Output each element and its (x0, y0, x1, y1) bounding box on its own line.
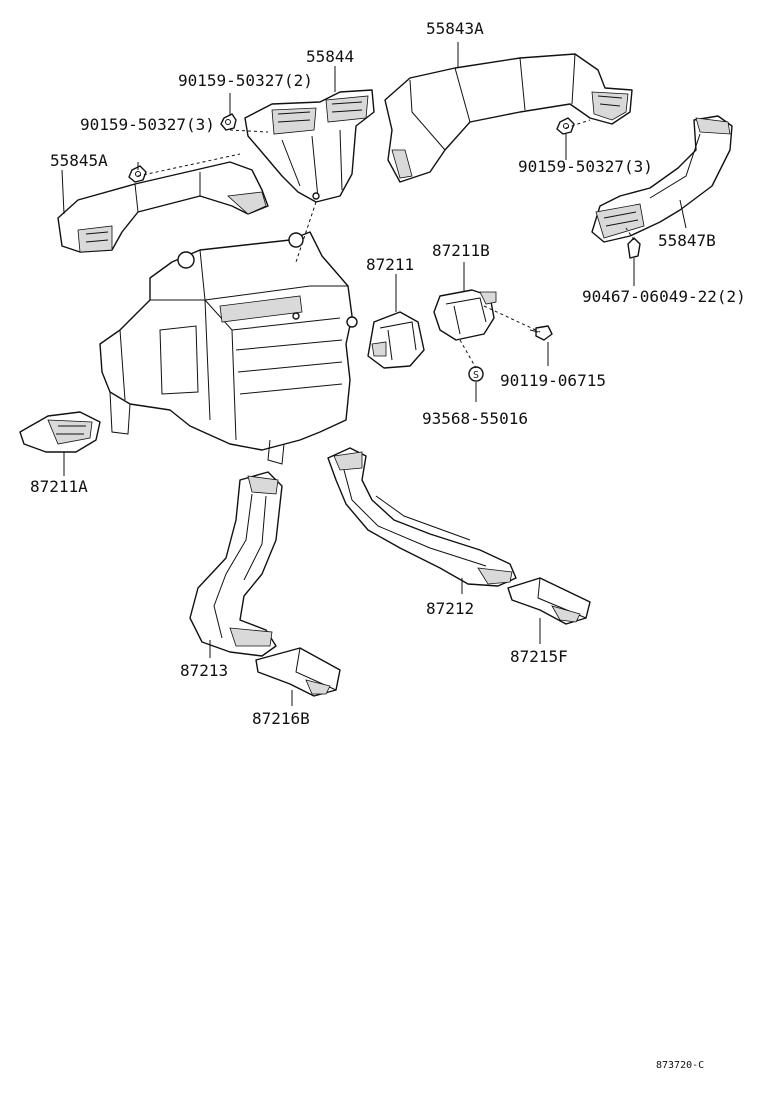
svg-text:S: S (473, 370, 479, 381)
seal-symbol-icon: S (468, 366, 484, 382)
actuator-87211b (433, 289, 497, 341)
label-87215f: 87215F (510, 647, 568, 666)
duct-55847b (591, 115, 733, 243)
assembly-dash-lines (137, 119, 635, 369)
actuator-87211 (367, 311, 425, 369)
bolt-icon-left (128, 165, 147, 183)
clip-icon (627, 237, 641, 259)
drawing-code: 873720-C (656, 1060, 704, 1071)
label-87216b: 87216B (252, 709, 310, 728)
leader-lines (61, 42, 687, 706)
part-labels: 55843A 55844 90159-50327(2) 90159-50327(… (30, 19, 746, 1071)
duct-87211a (19, 411, 101, 453)
label-87211: 87211 (366, 255, 414, 274)
duct-87213 (189, 471, 283, 657)
label-87211a: 87211A (30, 477, 88, 496)
duct-55845a (57, 161, 269, 253)
duct-87216b (255, 647, 341, 697)
heater-unit-assembly (99, 231, 358, 465)
fasteners: S (128, 113, 641, 382)
label-55845a: 55845A (50, 151, 108, 170)
screw-icon (529, 325, 553, 341)
label-90159-50327-3-right: 90159-50327(3) (518, 157, 653, 176)
duct-87215f (507, 577, 591, 625)
bolt-icon-right (556, 117, 575, 135)
label-90119-06715: 90119-06715 (500, 371, 606, 390)
label-87212: 87212 (426, 599, 474, 618)
label-55844: 55844 (306, 47, 354, 66)
label-90467-06049-22-2: 90467-06049-22(2) (582, 287, 746, 306)
label-90159-50327-2: 90159-50327(2) (178, 71, 313, 90)
label-93568-55016: 93568-55016 (422, 409, 528, 428)
duct-55843a (384, 53, 633, 183)
label-90159-50327-3-left: 90159-50327(3) (80, 115, 215, 134)
label-55843a: 55843A (426, 19, 484, 38)
register-55844 (244, 89, 375, 203)
duct-87212 (327, 447, 517, 587)
label-55847b: 55847B (658, 231, 716, 250)
label-87211b: 87211B (432, 241, 490, 260)
label-87213: 87213 (180, 661, 228, 680)
bolt-icon-top (220, 113, 237, 131)
